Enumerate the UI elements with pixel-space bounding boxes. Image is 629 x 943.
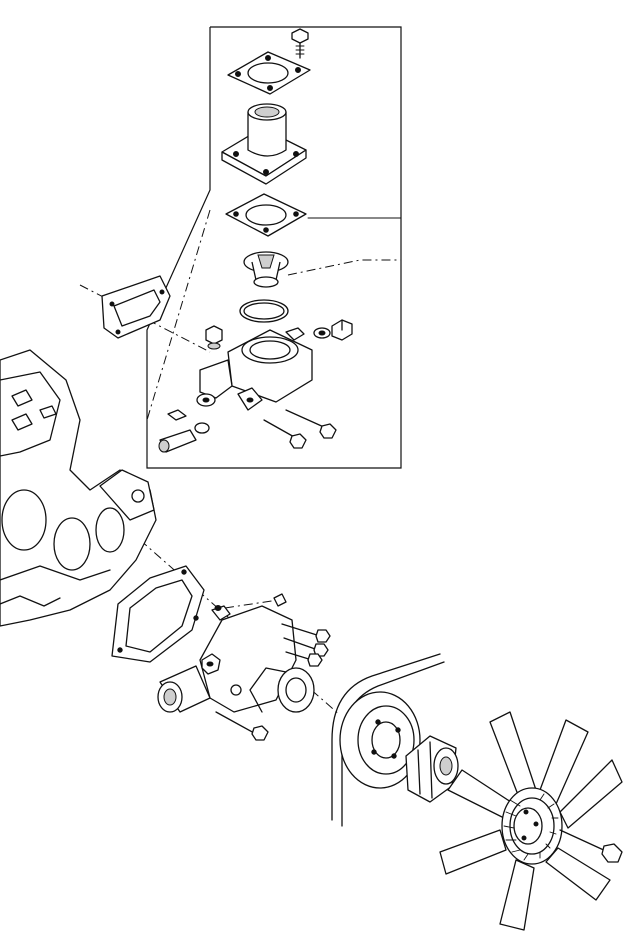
thermostat: [243, 251, 289, 288]
engine-block: [0, 349, 157, 627]
thermostat-cover-bolt: [291, 28, 309, 59]
housing-drain-plug: [205, 325, 223, 350]
housing-gasket: [101, 275, 171, 339]
fan-spacer: [405, 735, 459, 803]
cooling-fan: [439, 711, 623, 931]
thermostat-o-ring: [239, 299, 289, 323]
water-pump-gasket: [111, 565, 205, 663]
thermostat-cover-gasket-upper: [227, 51, 311, 95]
thermostat-inset-frame: [146, 26, 402, 469]
housing-mounting-bolts: [263, 409, 337, 449]
housing-union-bolt: [313, 319, 353, 341]
water-pump: [157, 593, 315, 713]
thermostat-gasket: [225, 193, 307, 237]
thermostat-housing: [196, 327, 313, 411]
water-pump-bolts: [215, 623, 331, 741]
fan-bolt: [559, 829, 623, 863]
temperature-sender: [158, 409, 210, 453]
water-outlet-elbow: [221, 103, 307, 185]
pump-pulley: [339, 691, 421, 789]
